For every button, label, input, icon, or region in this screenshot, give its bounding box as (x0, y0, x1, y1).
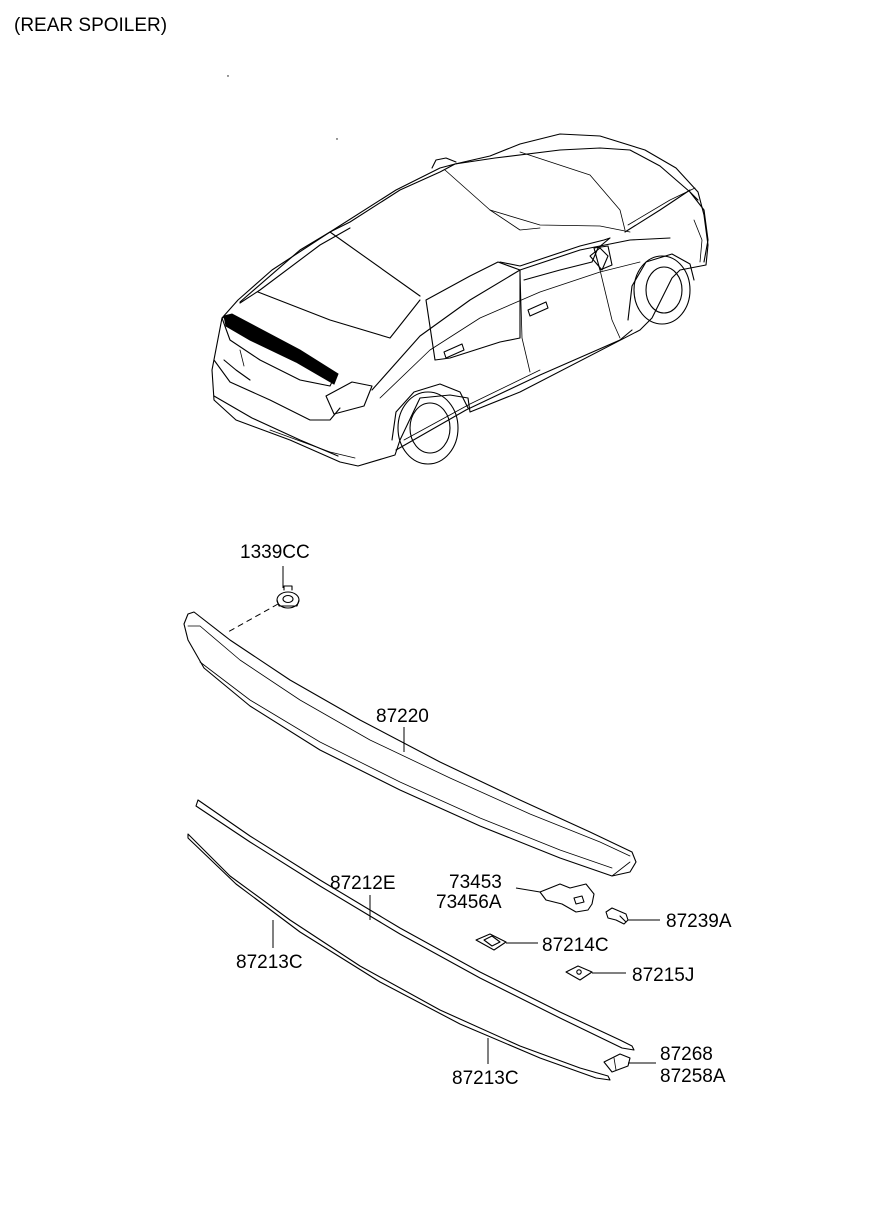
label-87213c-left: 87213C (236, 952, 303, 973)
speck (336, 138, 338, 140)
cap-87268 (603, 1053, 631, 1073)
pad-87215j (565, 965, 593, 981)
label-87258a: 87258A (660, 1066, 726, 1087)
label-87220: 87220 (376, 706, 429, 727)
leader-73453 (515, 887, 541, 893)
spoiler-87220 (183, 611, 637, 877)
clip-dashed-guide (227, 603, 279, 633)
pad-87214c (475, 933, 507, 951)
label-87239a: 87239A (666, 911, 732, 932)
vehicle-illustration (211, 133, 709, 467)
label-87212e: 87212E (330, 873, 396, 894)
label-87214c: 87214C (542, 935, 609, 956)
label-1339cc: 1339CC (240, 542, 310, 563)
clip-1339cc (276, 585, 300, 609)
screw-87239a (605, 907, 629, 925)
label-87215j: 87215J (632, 965, 694, 986)
tape-87212e (195, 799, 635, 1051)
tape-87213c (187, 833, 611, 1081)
label-87268: 87268 (660, 1044, 713, 1065)
label-87213c-bottom: 87213C (452, 1068, 519, 1089)
label-73453: 73453 (449, 872, 502, 893)
speck (227, 75, 229, 77)
label-73456a: 73456A (436, 892, 502, 913)
diagram-title: (REAR SPOILER) (14, 15, 167, 36)
bracket-73453 (539, 883, 595, 913)
